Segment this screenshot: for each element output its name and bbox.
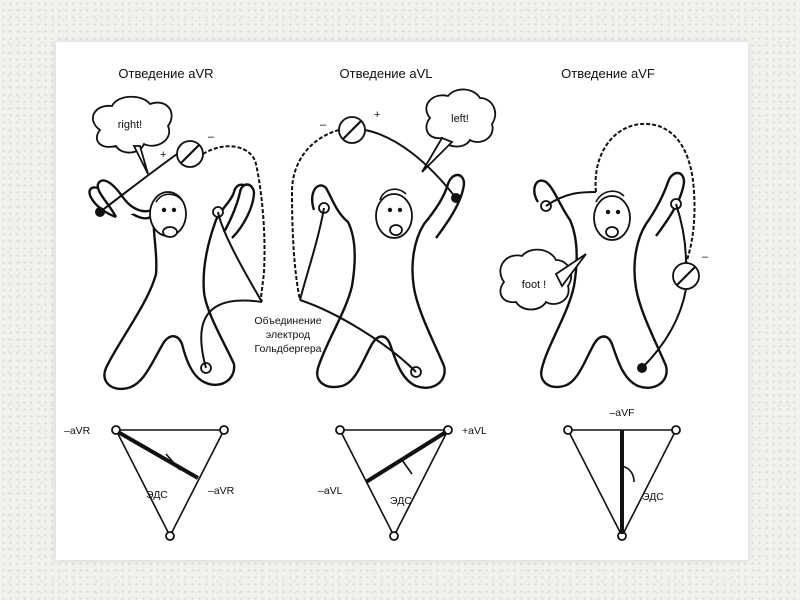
avr-triangle	[114, 429, 226, 538]
avf-eye-right	[615, 209, 621, 215]
avr-right-arm	[222, 183, 256, 239]
avf-bubble-tail	[554, 253, 587, 288]
avf-tri-vertex-tl	[563, 425, 573, 435]
avl-wire-foot	[299, 299, 417, 373]
panel-avr-title: Отведение aVR	[118, 66, 213, 81]
einthoven-diagram: Отведение aVR right! + –	[64, 66, 709, 541]
avl-figure-body	[311, 173, 466, 389]
panel-avl-title: Отведение aVL	[340, 66, 433, 81]
avr-eye-left	[161, 207, 167, 213]
avl-wire-right-arm	[299, 207, 325, 301]
avr-tri-vertex-tr	[219, 425, 229, 435]
avr-galvanometer-needle	[180, 144, 200, 164]
avl-vector	[364, 430, 448, 484]
avr-vector-arrow	[165, 453, 181, 471]
avr-wire-positive	[99, 153, 178, 213]
avl-tri-vertex-tl	[335, 425, 345, 435]
avl-tri-label-top-right: +aVL	[462, 425, 487, 437]
avf-mouth	[605, 226, 619, 238]
avr-vector	[117, 430, 199, 480]
avr-wire-foot	[200, 299, 263, 369]
avf-figure-body	[533, 171, 686, 389]
avr-plus-sign: +	[160, 149, 166, 161]
avl-hair	[379, 188, 407, 201]
avr-wire-coil	[202, 145, 266, 303]
avl-vector-arrow	[401, 459, 413, 475]
avr-left-arm	[96, 179, 153, 218]
avr-bubble-tail	[132, 145, 149, 175]
avr-eye-right	[171, 207, 177, 213]
avr-tri-vertex-b	[165, 531, 175, 541]
avl-head	[375, 193, 413, 239]
panel-avr: Отведение aVR right! + –	[64, 66, 266, 541]
avl-bubble-text: left!	[451, 113, 469, 125]
panel-avf: Отведение aVF foot ! – –aVF	[499, 66, 709, 541]
goldberger-label-line3: Гольдбергера	[254, 343, 321, 355]
avl-tri-label-emf: ЭДС	[390, 495, 412, 507]
avr-tri-label-right: –aVR	[208, 485, 235, 497]
avr-minus-sign: –	[208, 131, 215, 143]
panel-avf-title: Отведение aVF	[561, 66, 655, 81]
avf-speech-bubble	[499, 248, 573, 311]
avl-triangle	[338, 429, 450, 538]
avf-wire-foot	[641, 288, 687, 369]
avl-plus-sign: +	[374, 109, 380, 121]
avr-bubble-text: right!	[118, 119, 142, 131]
avl-minus-sign: –	[320, 119, 327, 131]
avr-speech-bubble	[92, 95, 173, 154]
avf-head	[593, 195, 631, 241]
avr-wire-left-arm	[217, 211, 263, 303]
avl-wire-coil	[290, 129, 340, 301]
avr-hair	[155, 193, 183, 203]
avr-tri-label-top-left: –aVR	[64, 425, 91, 437]
avf-vector-arc	[621, 465, 635, 483]
avf-eye-left	[605, 209, 611, 215]
avr-figure-body	[88, 183, 250, 391]
avf-wire-coil	[594, 122, 696, 264]
avf-minus-sign: –	[702, 251, 709, 263]
slide-card: Отведение aVR right! + –	[56, 42, 748, 560]
avf-wire-left-arm	[675, 203, 687, 264]
avf-galvanometer-needle	[676, 266, 696, 286]
avl-eye-left	[387, 207, 393, 213]
avf-wire-right-arm	[545, 191, 597, 207]
avl-mouth	[389, 224, 403, 236]
avl-tri-label-left: –aVL	[318, 485, 343, 497]
avf-tri-label-top: –aVF	[609, 407, 634, 419]
avf-tri-label-emf: ЭДС	[642, 491, 664, 503]
panel-avl: Отведение aVL left! – + Объединение элек…	[254, 66, 497, 541]
avf-tri-vertex-tr	[671, 425, 681, 435]
avr-mouth	[162, 226, 178, 238]
avl-eye-right	[397, 207, 403, 213]
avr-tri-label-emf: ЭДС	[146, 489, 168, 501]
avl-bubble-tail	[421, 136, 454, 173]
goldberger-label-line2: электрод	[266, 329, 310, 341]
avl-galvanometer-needle	[342, 120, 362, 140]
avf-hair	[595, 190, 625, 203]
avl-tri-vertex-b	[389, 531, 399, 541]
avf-bubble-text: foot !	[522, 279, 546, 291]
avl-wire-positive	[364, 129, 457, 199]
goldberger-label-line1: Объединение	[254, 315, 321, 327]
